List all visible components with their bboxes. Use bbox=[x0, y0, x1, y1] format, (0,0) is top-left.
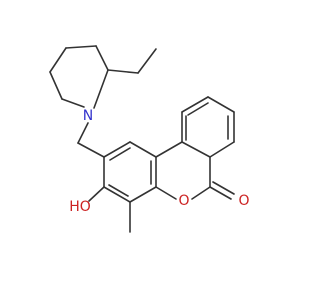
piperidine-ring bbox=[49, 45, 109, 109]
phenol-ring bbox=[103, 141, 157, 203]
bond bbox=[61, 98, 85, 108]
bond bbox=[77, 122, 89, 144]
carbonyl-group bbox=[209, 181, 235, 200]
bond bbox=[77, 142, 105, 158]
bond bbox=[137, 48, 157, 74]
benzene-ring bbox=[181, 96, 235, 158]
bond bbox=[181, 96, 209, 113]
bond bbox=[49, 47, 67, 73]
molecule-diagram: N O O HO bbox=[49, 45, 250, 233]
double-bond bbox=[109, 147, 131, 161]
bond bbox=[155, 186, 177, 200]
ethyl-group bbox=[107, 48, 157, 74]
bond bbox=[103, 141, 131, 158]
methylene-linker bbox=[77, 122, 105, 158]
lactone-ring bbox=[155, 141, 211, 200]
bond bbox=[129, 186, 157, 203]
bond bbox=[209, 141, 235, 158]
bond bbox=[209, 186, 232, 200]
hydroxyl-bond bbox=[88, 186, 105, 202]
structure-canvas: N O O HO bbox=[49, 45, 250, 233]
nitrogen-label: N bbox=[83, 108, 93, 124]
bond bbox=[93, 69, 109, 109]
bond bbox=[107, 69, 139, 74]
bond bbox=[155, 141, 183, 158]
bond bbox=[49, 71, 63, 100]
ring-oxygen-label: O bbox=[178, 193, 189, 209]
bond bbox=[95, 45, 109, 71]
double-bond bbox=[187, 102, 209, 116]
bond bbox=[181, 141, 211, 158]
double-bond bbox=[212, 181, 235, 195]
bond bbox=[103, 186, 131, 203]
bond bbox=[207, 96, 235, 113]
bond bbox=[129, 141, 157, 158]
carbonyl-oxygen-label: O bbox=[238, 193, 249, 209]
hydroxyl-label: HO bbox=[69, 199, 91, 215]
bond bbox=[65, 45, 97, 49]
double-bond bbox=[108, 184, 129, 197]
bond bbox=[191, 186, 211, 200]
